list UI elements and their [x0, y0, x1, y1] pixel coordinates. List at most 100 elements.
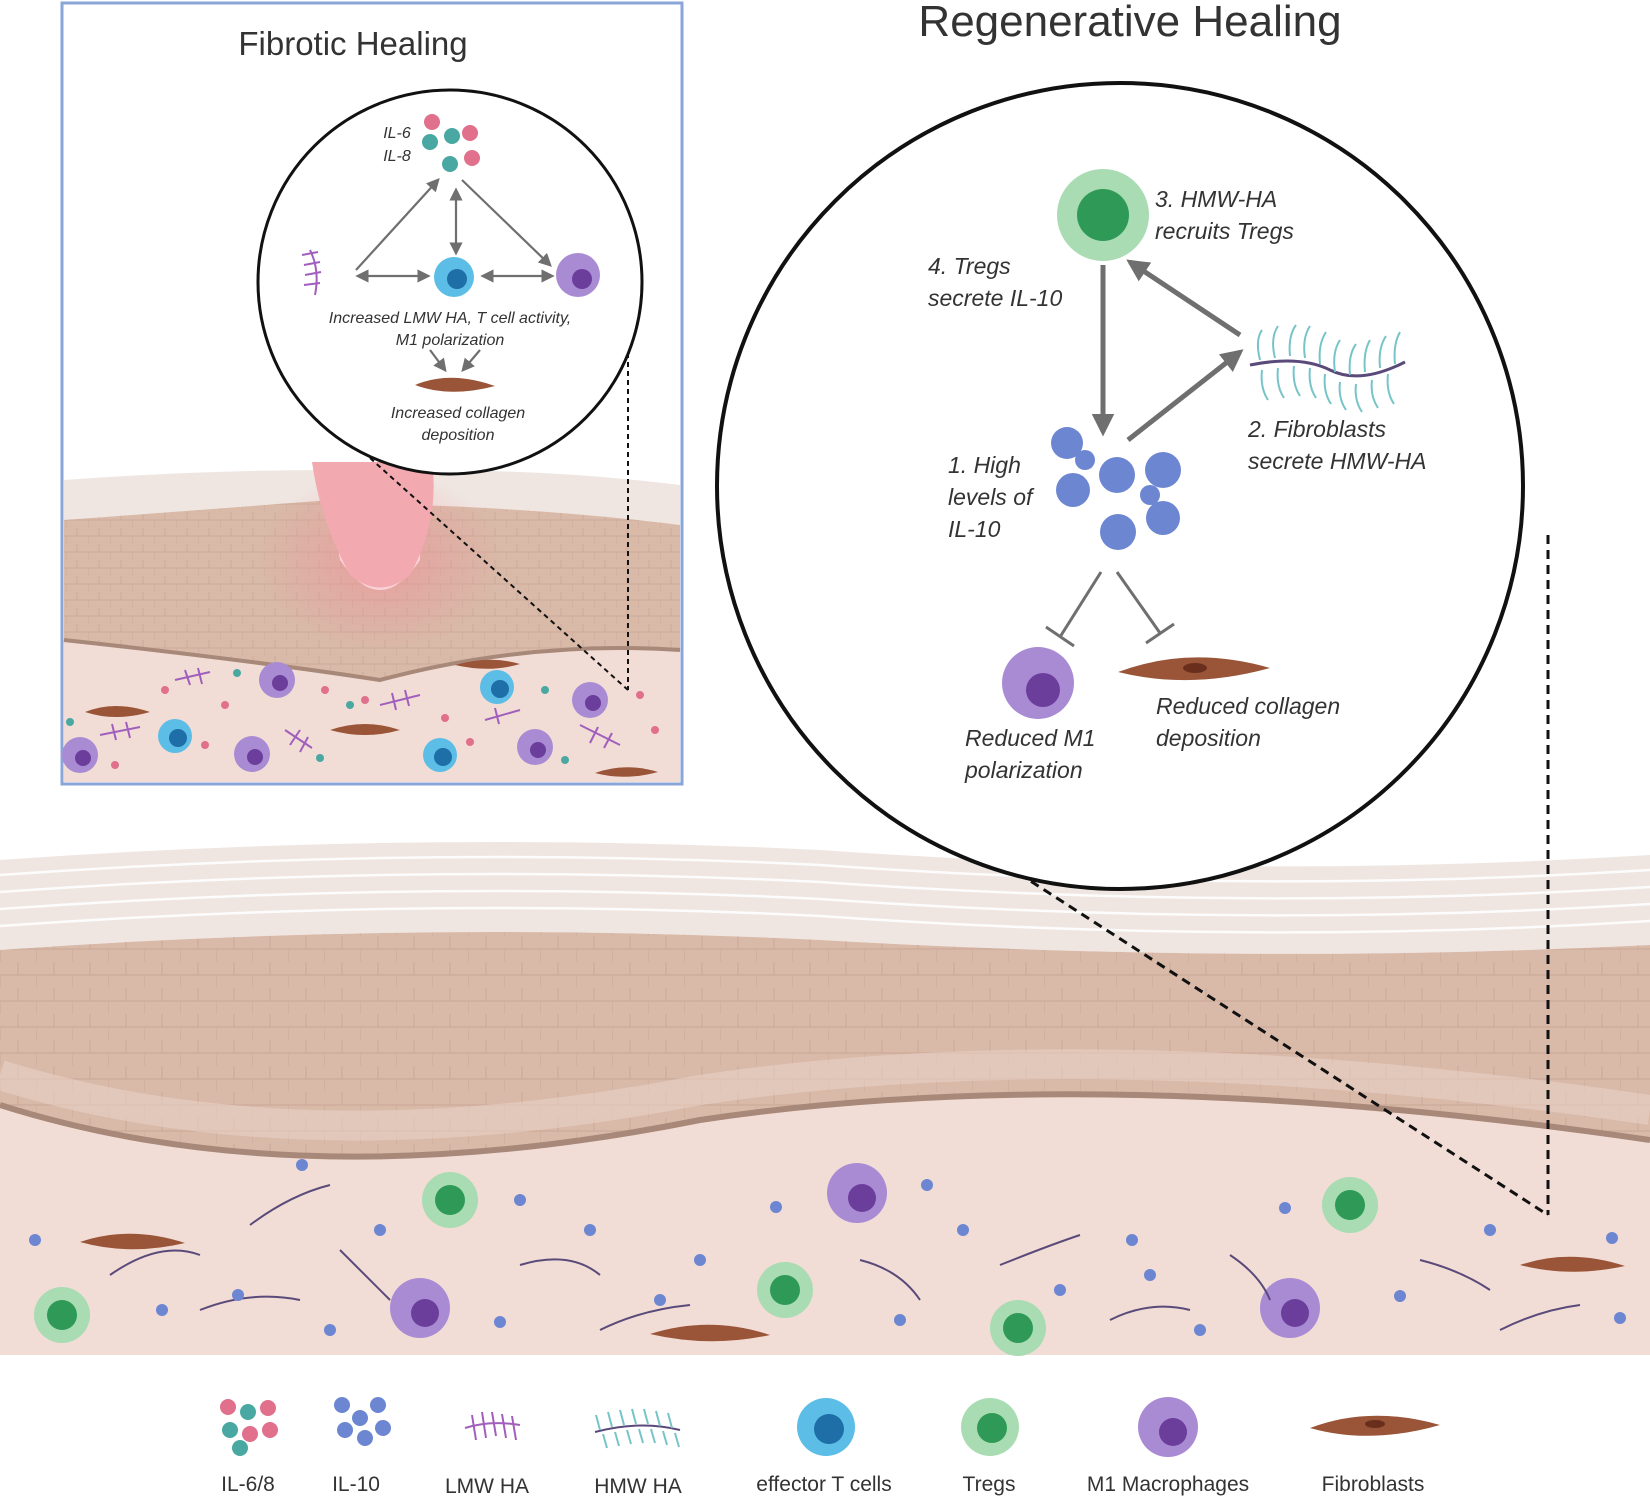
fibrotic-collagen-line-2: deposition: [422, 427, 495, 444]
treg-cell: [1322, 1177, 1378, 1233]
legend-label-il68: IL-6/8: [221, 1473, 275, 1496]
fibroblast-cell: [595, 767, 658, 777]
legend-item-il68: IL-6/8: [220, 1399, 278, 1496]
treg-cell: [422, 1172, 478, 1228]
legend-item-effector-t-cells: effector T cells: [756, 1398, 892, 1496]
fibroblast-icon: [1118, 657, 1270, 681]
fibrotic-basal-membrane: [63, 638, 681, 683]
fibrotic-corneum-right: [420, 470, 680, 525]
fibrotic-arrows: [355, 178, 555, 373]
step4-line-2: secrete IL-10: [928, 285, 1062, 311]
fibrotic-collagen-line-1: Increased collagen: [391, 405, 525, 422]
lmw-ha-fragments: [99, 667, 621, 753]
legend-label-lmw-ha: LMW HA: [445, 1475, 529, 1497]
legend-label-m1-macrophages: M1 Macrophages: [1087, 1473, 1249, 1496]
basal-cells-row: [0, 1049, 1650, 1141]
m1-macrophage: [572, 682, 608, 718]
legend-item-m1-macrophages: M1 Macrophages: [1087, 1397, 1249, 1496]
step4-line-1: 4. Tregs: [928, 253, 1011, 279]
treg-icon: [961, 1398, 1019, 1456]
il8-label: IL-8: [383, 148, 411, 165]
il6-label: IL-6: [383, 125, 411, 142]
legend-label-tregs: Tregs: [963, 1473, 1016, 1496]
fibrotic-activity-line-2: M1 polarization: [396, 332, 505, 349]
fibrotic-panel: Fibrotic Healing IL-6 IL-8: [60, 1, 684, 786]
legend-label-hmw-ha: HMW HA: [594, 1475, 682, 1497]
regenerative-title: Regenerative Healing: [918, 0, 1341, 46]
fibrotic-activity-line-1: Increased LMW HA, T cell activity,: [329, 310, 571, 327]
effector-t-cell: [480, 670, 514, 704]
fibroblast-icon: [1310, 1415, 1440, 1436]
legend-item-fibroblasts: Fibroblasts: [1310, 1415, 1440, 1496]
fibrotic-magnifier: IL-6 IL-8 Increased LMW HA, T cell activ…: [256, 88, 644, 476]
hmw-ha-icon: [1249, 324, 1406, 413]
fibroblast-cell: [330, 724, 400, 735]
effector-t-cell-icon: [434, 257, 474, 297]
step2-line-2: secrete HMW-HA: [1248, 448, 1427, 474]
m1-macrophage: [390, 1278, 450, 1338]
m1-macrophage: [62, 737, 98, 773]
effector-t-cell: [423, 738, 457, 772]
reduced-m1-line-1: Reduced M1: [965, 725, 1095, 751]
regenerative-arrows: [1091, 259, 1244, 442]
fibroblast-cell: [650, 1324, 770, 1342]
hmw-ha-strand: [109, 1184, 1581, 1331]
m1-macrophage: [1260, 1278, 1320, 1338]
m1-macrophage-icon: [1002, 647, 1074, 719]
step2-line-1: 2. Fibroblasts: [1247, 416, 1387, 442]
legend-item-lmw-ha: LMW HA: [445, 1411, 529, 1497]
il6-il8-cluster-icon: [422, 114, 480, 172]
lmw-ha-icon: [464, 1411, 521, 1441]
fibroblast-cell: [80, 1233, 185, 1250]
treg-cell: [34, 1287, 90, 1343]
il10-cluster-icon: [1051, 427, 1181, 550]
step1-line-1: 1. High: [948, 452, 1021, 478]
fibroblast-cell: [1520, 1256, 1625, 1272]
main-skin-section: [0, 842, 1650, 1355]
effector-t-cell-icon: [797, 1398, 855, 1456]
fibrotic-dermis-cells: [62, 659, 659, 777]
legend-item-tregs: Tregs: [961, 1398, 1019, 1496]
legend-label-fibroblasts: Fibroblasts: [1322, 1473, 1425, 1496]
treg-cell: [990, 1300, 1046, 1356]
step1-line-2: levels of: [948, 484, 1035, 510]
legend-label-il10: IL-10: [332, 1473, 380, 1496]
wound-scab: [312, 462, 434, 588]
m1-macrophage-icon: [556, 253, 600, 297]
m1-macrophage: [517, 729, 553, 765]
fibrotic-title: Fibrotic Healing: [238, 25, 467, 62]
fibroblast-cell: [455, 659, 520, 669]
legend-label-effector-t-cells: effector T cells: [756, 1473, 891, 1496]
hmw-ha-icon: [594, 1408, 681, 1449]
m1-macrophage: [827, 1163, 887, 1223]
fibrotic-corneum: [64, 470, 330, 520]
legend-item-hmw-ha: HMW HA: [594, 1408, 682, 1497]
step3-line-2: recruits Tregs: [1155, 218, 1294, 244]
legend-item-il10: IL-10: [332, 1397, 391, 1496]
treg-icon: [1057, 169, 1149, 261]
legend: IL-6/8 IL-10 LMW HA: [220, 1397, 1440, 1497]
il68-scatter: [66, 669, 659, 769]
reduced-collagen-line-1: Reduced collagen: [1156, 693, 1340, 719]
effector-t-cell: [158, 719, 192, 753]
regenerative-magnifier: 3. HMW-HA recruits Tregs 4. Tregs secret…: [715, 81, 1525, 891]
epidermis-cells: [0, 932, 1650, 1157]
corneum-lines: [0, 855, 1650, 934]
il10-icon: [334, 1397, 391, 1446]
basal-membrane: [0, 1091, 1650, 1160]
reduced-collagen-line-2: deposition: [1156, 725, 1261, 751]
step3-line-1: 3. HMW-HA: [1155, 186, 1277, 212]
m1-macrophage-icon: [1138, 1397, 1198, 1457]
fibroblast-cell: [85, 706, 150, 717]
reduced-m1-line-2: polarization: [964, 757, 1083, 783]
m1-macrophage: [234, 736, 270, 772]
main-section-cells: [29, 1159, 1626, 1356]
step1-line-3: IL-10: [948, 516, 1001, 542]
fibroblast-icon: [415, 377, 495, 392]
inhibition-lines: [1045, 571, 1175, 648]
treg-cell: [757, 1262, 813, 1318]
il68-icon: [220, 1399, 278, 1456]
lmw-ha-icon: [301, 249, 322, 296]
m1-macrophage: [259, 662, 295, 698]
